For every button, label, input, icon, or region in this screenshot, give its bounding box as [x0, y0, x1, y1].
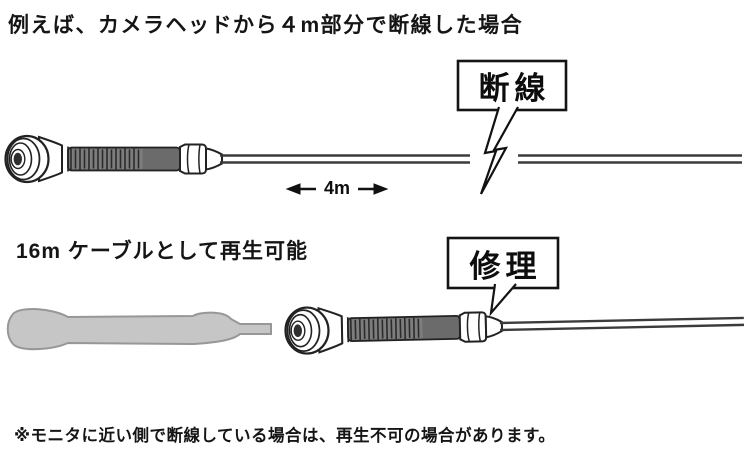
break-callout-box: [456, 59, 568, 112]
distance-arrows: [285, 183, 389, 195]
page-title: 例えば、カメラヘッドから４m部分で断線した場合: [8, 14, 524, 37]
cable-before-break: [220, 154, 470, 164]
camera-head-icon: [283, 302, 504, 356]
lightning-bolt-icon: [479, 106, 519, 195]
footnote-text: ※モニタに近い側で断線している場合は、再生不可の場合があります。: [14, 427, 556, 445]
broken-cable-assembly: [4, 134, 742, 184]
detached-piece-silhouette: [6, 308, 272, 351]
cable-after-break: [518, 154, 742, 164]
break-callout-label: 断線: [478, 71, 551, 106]
repair-callout-label: 修理: [469, 248, 542, 284]
repaired-cable-assembly: [283, 302, 744, 356]
arrow-left-icon: [285, 183, 301, 195]
repaired-cable: [499, 316, 744, 332]
camera-head-icon: [4, 134, 224, 184]
repaired-section-heading: 16m ケーブルとして再生可能: [16, 240, 308, 263]
repair-callout-box: [446, 236, 560, 290]
repair-callout-tail: [489, 283, 517, 317]
distance-label: 4m: [323, 177, 350, 198]
arrow-right-icon: [373, 183, 389, 195]
